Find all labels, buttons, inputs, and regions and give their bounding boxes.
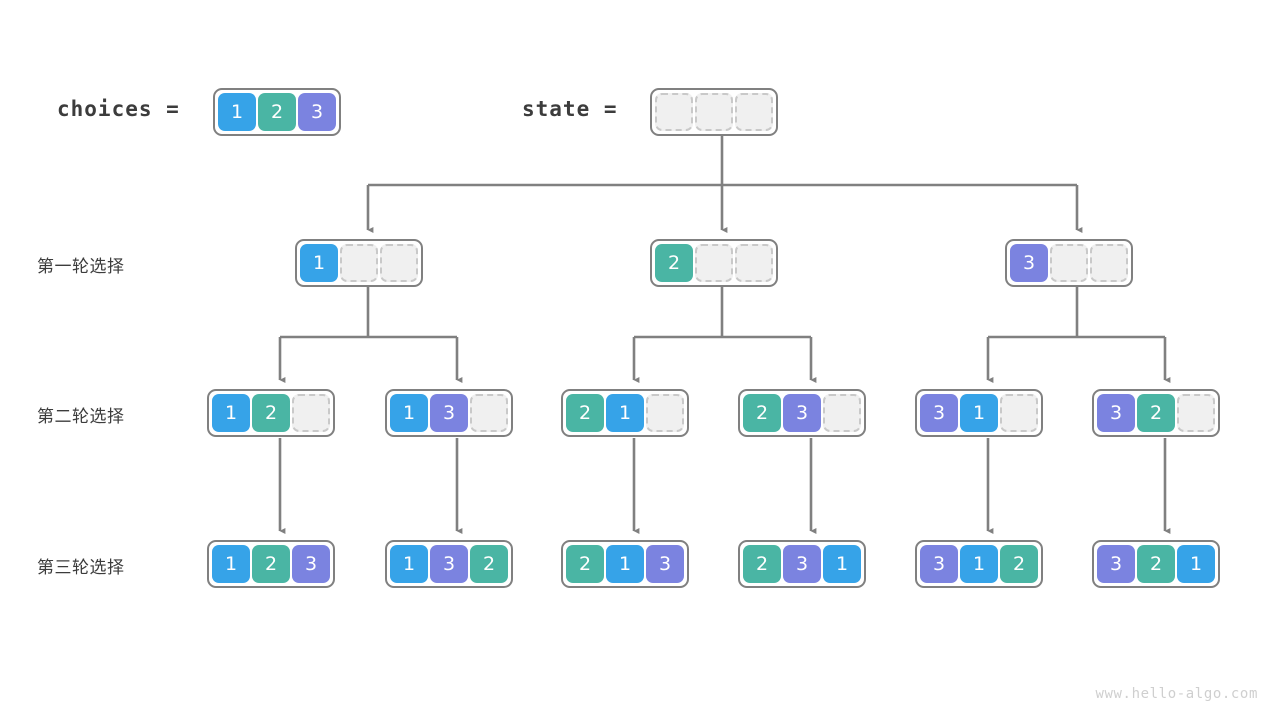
round2-node-2-cell-2 — [646, 394, 684, 432]
choices-cell-0: 1 — [218, 93, 256, 131]
round3-node-2-cell-1: 1 — [606, 545, 644, 583]
round2-node-2-cell-1: 1 — [606, 394, 644, 432]
round3-node-3-cell-2: 1 — [823, 545, 861, 583]
state-cell-2 — [735, 93, 773, 131]
round1-node-1-cell-1 — [695, 244, 733, 282]
round3-node-0-cell-1: 2 — [252, 545, 290, 583]
round2-node-2-cell-0: 2 — [566, 394, 604, 432]
round2-node-3-cell-0: 2 — [743, 394, 781, 432]
state-cell-0 — [655, 93, 693, 131]
round2-node-5-cell-0: 3 — [1097, 394, 1135, 432]
round1-node-2-cell-1 — [1050, 244, 1088, 282]
round2-node-4-cell-2 — [1000, 394, 1038, 432]
round3-node-2-cell-0: 2 — [566, 545, 604, 583]
choices-cell-2: 3 — [298, 93, 336, 131]
state-label: state = — [522, 97, 618, 121]
round2-node-1-cell-1: 3 — [430, 394, 468, 432]
watermark: www.hello-algo.com — [1095, 686, 1258, 702]
round3-node-5-cell-0: 3 — [1097, 545, 1135, 583]
state-array — [650, 88, 778, 136]
round3-node-5-cell-1: 2 — [1137, 545, 1175, 583]
round2-node-1-cell-2 — [470, 394, 508, 432]
round3-node-4-cell-1: 1 — [960, 545, 998, 583]
round3-node-3-cell-1: 3 — [783, 545, 821, 583]
round1-node-1-cell-2 — [735, 244, 773, 282]
round2-node-5-cell-2 — [1177, 394, 1215, 432]
row-label-round-1: 第一轮选择 — [37, 257, 125, 277]
round2-node-5-cell-1: 2 — [1137, 394, 1175, 432]
round3-node-3-cell-0: 2 — [743, 545, 781, 583]
round3-node-0-cell-0: 1 — [212, 545, 250, 583]
choices-cell-1: 2 — [258, 93, 296, 131]
round1-node-1: 2 — [650, 239, 778, 287]
round2-node-0-cell-1: 2 — [252, 394, 290, 432]
round1-node-1-cell-0: 2 — [655, 244, 693, 282]
round1-node-0: 1 — [295, 239, 423, 287]
row-label-round-2: 第二轮选择 — [37, 407, 125, 427]
choices-label: choices = — [57, 97, 180, 121]
round2-node-4-cell-1: 1 — [960, 394, 998, 432]
round1-node-0-cell-0: 1 — [300, 244, 338, 282]
round3-node-2-cell-2: 3 — [646, 545, 684, 583]
round1-node-2-cell-2 — [1090, 244, 1128, 282]
round2-node-0-cell-2 — [292, 394, 330, 432]
round3-node-0-cell-2: 3 — [292, 545, 330, 583]
round2-node-0-cell-0: 1 — [212, 394, 250, 432]
round2-node-4-cell-0: 3 — [920, 394, 958, 432]
round3-node-1-cell-2: 2 — [470, 545, 508, 583]
round1-node-0-cell-1 — [340, 244, 378, 282]
round3-node-4-cell-0: 3 — [920, 545, 958, 583]
round3-node-5-cell-2: 1 — [1177, 545, 1215, 583]
round2-node-1-cell-0: 1 — [390, 394, 428, 432]
round3-node-1-cell-1: 3 — [430, 545, 468, 583]
round2-node-3-cell-2 — [823, 394, 861, 432]
round3-node-4-cell-2: 2 — [1000, 545, 1038, 583]
round1-node-2-cell-0: 3 — [1010, 244, 1048, 282]
round3-node-1-cell-0: 1 — [390, 545, 428, 583]
state-cell-1 — [695, 93, 733, 131]
round2-node-3-cell-1: 3 — [783, 394, 821, 432]
row-label-round-3: 第三轮选择 — [37, 558, 125, 578]
round1-node-0-cell-2 — [380, 244, 418, 282]
round1-node-2: 3 — [1005, 239, 1133, 287]
